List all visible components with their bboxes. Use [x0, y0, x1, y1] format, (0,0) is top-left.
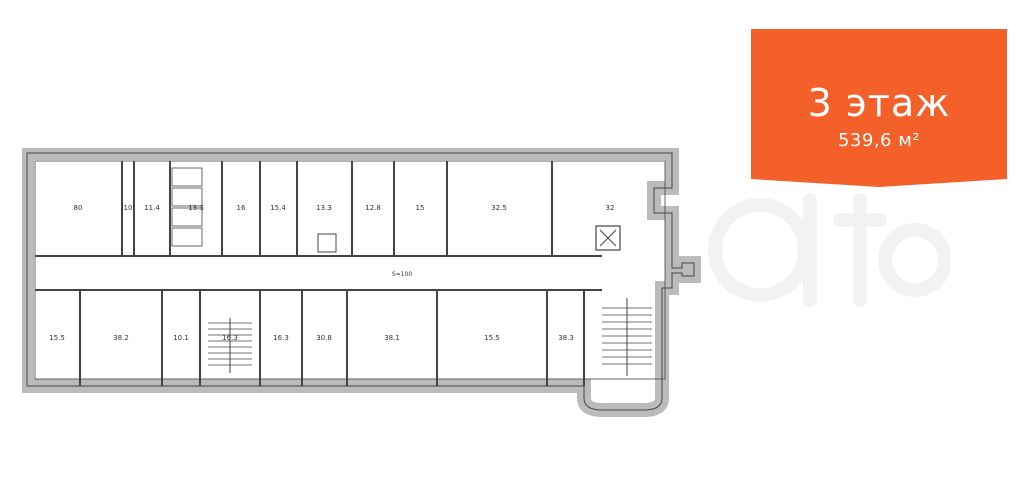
room-area-label: 38.3 — [558, 334, 574, 342]
room-area-label: 16 — [237, 204, 246, 212]
room-area-label: 12.8 — [365, 204, 381, 212]
room-area-label: 80 — [74, 204, 83, 212]
floor-plan: 80 10 11.4 13.3 16 15.4 13.3 12.8 15 32.5 32 15.5 38… — [22, 148, 701, 417]
room-labels: 80 10 11.4 13.3 16 15.4 13.3 12.8 15 32.5 32 15.5 38… — [49, 204, 614, 342]
room-area-label: 38.1 — [384, 334, 400, 342]
outer-walls — [22, 148, 701, 417]
room-area-label: 10 — [124, 204, 133, 212]
room-area-label: 15.4 — [270, 204, 286, 212]
outer-wall-outline — [26, 152, 695, 411]
room-area-label: 13.3 — [316, 204, 332, 212]
room-area-label: 15.5 — [49, 334, 65, 342]
cubicle-0 — [171, 167, 203, 187]
utility-block — [317, 233, 337, 253]
cubicle-2 — [171, 207, 203, 227]
partition-walls — [35, 161, 621, 386]
room-area-label: 38.2 — [113, 334, 129, 342]
room-area-label: 32 — [606, 204, 615, 212]
room-area-label: 10.1 — [173, 334, 189, 342]
room-area-label: 16.3 — [222, 334, 238, 342]
room-area-label: 15.5 — [484, 334, 500, 342]
room-area-label: 32.5 — [491, 204, 507, 212]
room-area-label: 13.3 — [188, 204, 204, 212]
cubicle-1 — [171, 187, 203, 207]
floor-badge: 3 этаж 539,6 м² — [751, 29, 1007, 187]
inner-wall-face — [34, 160, 666, 380]
watermark-logo — [708, 193, 950, 307]
room-area-label: 11.4 — [144, 204, 160, 212]
lift-shaft — [595, 225, 621, 251]
cubicle-3 — [171, 227, 203, 247]
room-area-label: 16.3 — [273, 334, 289, 342]
staircases — [208, 298, 652, 376]
lift-cross — [599, 229, 617, 247]
corridor-label: S=100 — [392, 271, 412, 278]
room-area-label: 15 — [416, 204, 425, 212]
badge-background — [751, 29, 1007, 187]
floor-title: 3 этаж — [807, 81, 951, 125]
outer-wall — [22, 148, 701, 417]
floor-area: 539,6 м² — [837, 130, 921, 151]
room-area-label: 30.8 — [316, 334, 332, 342]
